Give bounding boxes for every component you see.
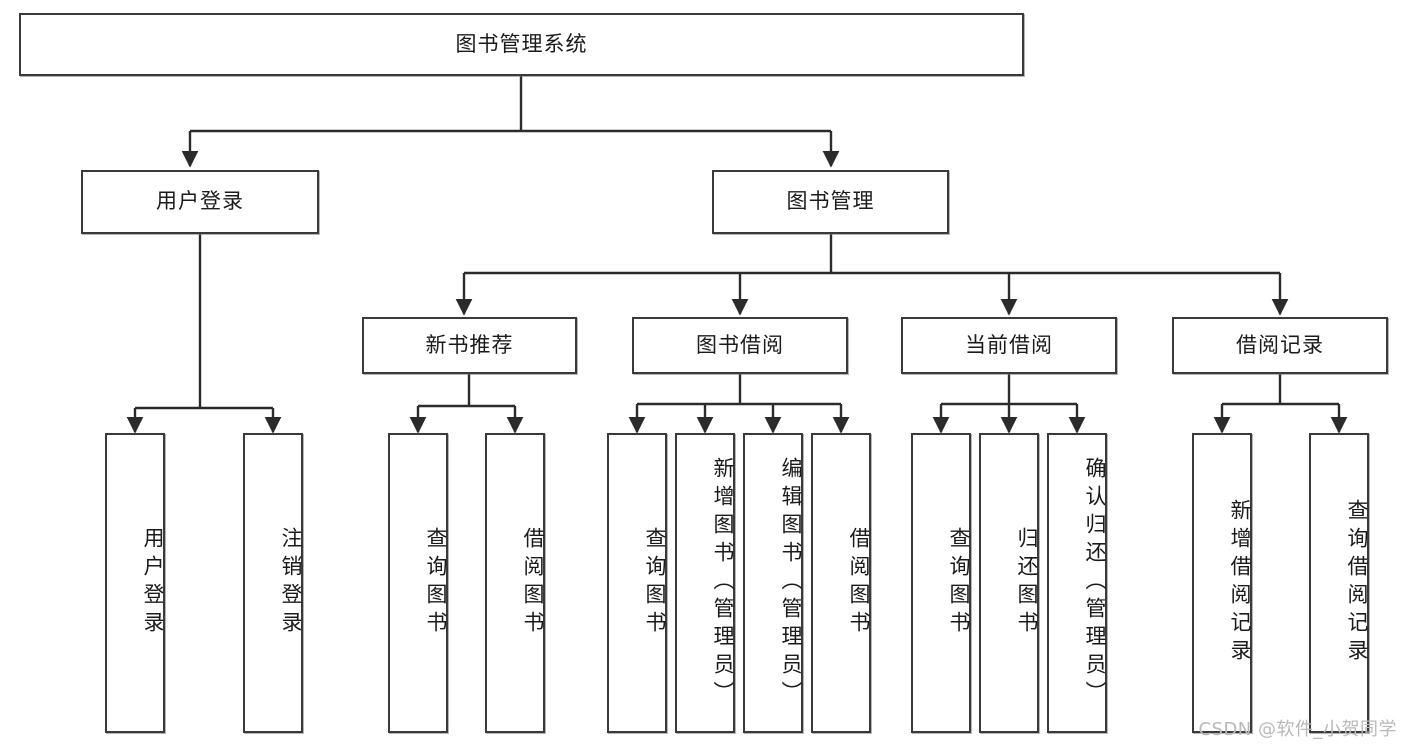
node-new-book-recommend[interactable]: 新书推荐 xyxy=(362,317,577,374)
node-label: 查询图书 xyxy=(643,527,667,639)
node-leaf-add-book[interactable]: 新增图书（管理员） xyxy=(675,433,735,733)
node-label: 归还图书 xyxy=(1015,527,1039,639)
node-label: 图书管理 xyxy=(786,189,875,214)
node-root-book-management-system[interactable]: 图书管理系统 xyxy=(19,13,1024,76)
node-label: 借阅记录 xyxy=(1236,332,1324,357)
node-leaf-query-book-current[interactable]: 查询图书 xyxy=(911,433,971,733)
node-leaf-query-book-borrow[interactable]: 查询图书 xyxy=(607,433,667,733)
node-leaf-borrow-book-recommend[interactable]: 借阅图书 xyxy=(485,433,545,733)
node-user-login[interactable]: 用户登录 xyxy=(81,170,319,234)
node-label: 用户登录 xyxy=(141,527,165,639)
node-label: 新增借阅记录 xyxy=(1228,499,1252,667)
node-leaf-user-login[interactable]: 用户登录 xyxy=(105,433,165,733)
node-label: 借阅图书 xyxy=(847,527,871,639)
node-label: 确认归还（管理员） xyxy=(1083,457,1107,709)
node-leaf-add-borrow-record[interactable]: 新增借阅记录 xyxy=(1192,433,1252,733)
node-leaf-borrow-book[interactable]: 借阅图书 xyxy=(811,433,871,733)
node-leaf-confirm-return[interactable]: 确认归还（管理员） xyxy=(1047,433,1107,733)
node-label: 查询借阅记录 xyxy=(1345,499,1369,667)
node-label: 借阅图书 xyxy=(521,527,545,639)
node-leaf-logout[interactable]: 注销登录 xyxy=(243,433,303,733)
node-label: 查询图书 xyxy=(424,527,448,639)
node-label: 查询图书 xyxy=(947,527,971,639)
node-leaf-return-book[interactable]: 归还图书 xyxy=(979,433,1039,733)
node-label: 编辑图书（管理员） xyxy=(779,457,803,709)
node-label: 当前借阅 xyxy=(965,332,1053,357)
node-borrow-record[interactable]: 借阅记录 xyxy=(1172,317,1388,374)
node-label: 用户登录 xyxy=(156,189,244,214)
node-label: 新书推荐 xyxy=(425,332,514,357)
node-label: 图书借阅 xyxy=(696,332,784,357)
node-current-borrow[interactable]: 当前借阅 xyxy=(901,317,1117,374)
watermark-text: CSDN @软件_小贺同学 xyxy=(1198,719,1397,740)
node-book-borrow[interactable]: 图书借阅 xyxy=(632,317,848,374)
node-label: 图书管理系统 xyxy=(455,31,588,56)
node-book-management[interactable]: 图书管理 xyxy=(712,170,949,234)
node-leaf-edit-book[interactable]: 编辑图书（管理员） xyxy=(743,433,803,733)
node-label: 新增图书（管理员） xyxy=(711,457,735,709)
node-leaf-query-borrow-record[interactable]: 查询借阅记录 xyxy=(1309,433,1369,733)
node-leaf-query-book-recommend[interactable]: 查询图书 xyxy=(388,433,448,733)
node-label: 注销登录 xyxy=(279,527,303,639)
